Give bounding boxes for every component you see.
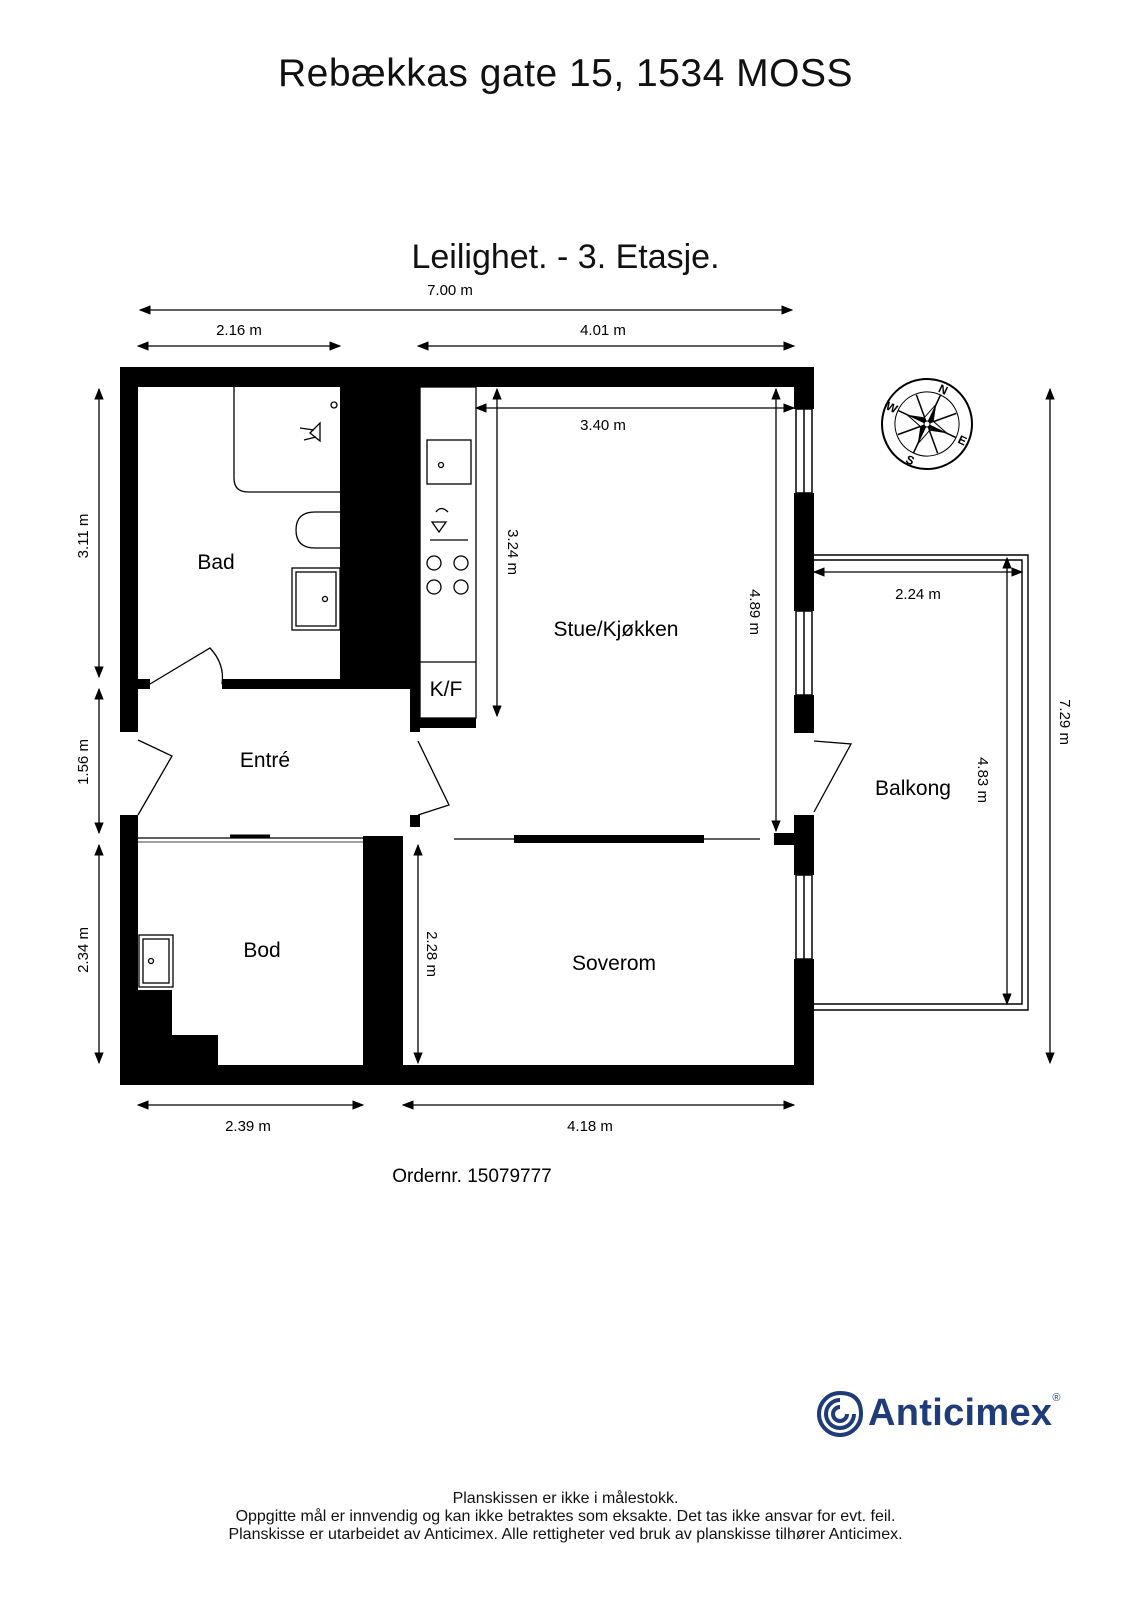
dim-balkong-depth: 4.83 m [974, 757, 991, 803]
brand-name-text: Anticimex [868, 1392, 1053, 1434]
windows [795, 408, 813, 960]
room-label-entre: Entré [240, 749, 290, 772]
room-label-balkong: Balkong [875, 777, 951, 800]
walls [120, 367, 814, 1085]
dim-bod-depth: 2.34 m [75, 927, 92, 973]
footer-line-2: Oppgitte mål er innvendig og kan ikke be… [235, 1508, 896, 1525]
dim-balkong-width: 2.24 m [895, 586, 941, 603]
dimension-lines [94, 305, 1055, 1110]
dim-bad-depth: 3.11 m [75, 514, 92, 559]
page-title: Rebækkas gate 15, 1534 MOSS [278, 52, 853, 95]
compass-n: N [936, 381, 950, 397]
room-label-soverom: Soverom [572, 952, 656, 975]
dim-top-left: 2.16 m [216, 322, 262, 339]
room-label-stue: Stue/Kjøkken [554, 618, 679, 641]
footer-line-3: Planskisse er utarbeidet av Anticimex. A… [228, 1526, 903, 1543]
compass-s: S [904, 452, 917, 468]
dim-entre-depth: 1.56 m [75, 739, 92, 785]
registered-mark-icon: ® [1052, 1392, 1061, 1404]
bathroom-fixtures [233, 387, 341, 631]
dim-bottom-right: 4.18 m [567, 1118, 613, 1135]
dim-top-right: 4.01 m [580, 322, 626, 339]
footer-disclaimer: Planskissen er ikke i målestokk. Oppgitt… [0, 1490, 1131, 1544]
balcony-outline [814, 554, 1029, 1011]
room-label-kf: K/F [430, 678, 463, 701]
kitchen-fixtures [419, 386, 477, 719]
anticimex-logo-icon [817, 1390, 864, 1437]
dim-kitchen-depth: 3.24 m [504, 529, 521, 575]
compass-w: W [884, 399, 901, 417]
floor-subtitle: Leilighet. - 3. Etasje. [411, 238, 720, 276]
dim-stue-depth: 4.89 m [746, 589, 763, 635]
dim-soverom-depth: 2.28 m [423, 931, 440, 977]
footer-line-1: Planskissen er ikke i målestokk. [452, 1490, 679, 1507]
room-label-bod: Bod [243, 939, 280, 962]
doors [137, 647, 853, 843]
dim-bottom-left: 2.39 m [225, 1118, 271, 1135]
dim-stue-width: 3.40 m [580, 417, 626, 434]
compass-rose-icon: N E S W [881, 378, 973, 470]
order-number: Ordernr. 15079777 [392, 1166, 552, 1187]
dim-total-depth: 7.29 m [1056, 699, 1073, 745]
bod-sink [138, 934, 174, 988]
brand-name: Anticimex® [868, 1392, 1061, 1435]
room-label-bad: Bad [197, 551, 234, 574]
dim-total-width: 7.00 m [427, 282, 473, 299]
